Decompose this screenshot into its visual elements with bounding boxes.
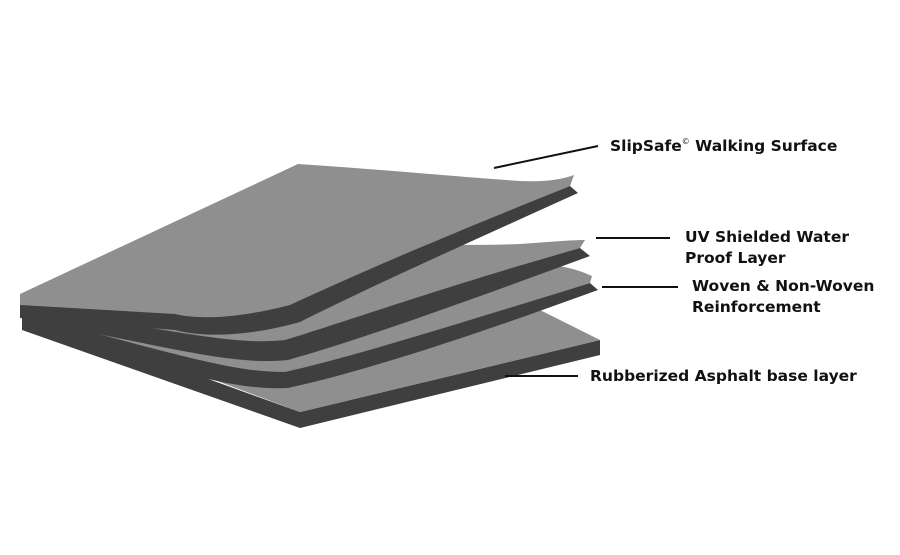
leader-line-surface xyxy=(493,145,599,169)
label-base-layer: Rubberized Asphalt base layer xyxy=(590,367,857,385)
label-uv-line1: UV Shielded Water xyxy=(685,228,849,246)
label-uv-layer: UV Shielded Water Proof Layer xyxy=(685,227,849,269)
reinforcement-layer-edge xyxy=(22,283,598,389)
label-copyright-mark: © xyxy=(681,137,690,146)
uv-layer-edge xyxy=(22,248,590,362)
label-uv-line2: Proof Layer xyxy=(685,249,786,267)
surface-layer xyxy=(20,164,578,335)
label-brand-name: SlipSafe xyxy=(610,137,682,155)
surface-layer-edge xyxy=(20,186,578,335)
surface-layer-top xyxy=(20,164,574,318)
label-woven-line1: Woven & Non-Woven xyxy=(692,277,875,295)
base-layer-edge xyxy=(22,312,600,428)
label-reinforcement: Woven & Non-Woven Reinforcement xyxy=(692,276,874,318)
label-walking-surface: SlipSafe© Walking Surface xyxy=(610,131,837,157)
label-walking-surface-text: Walking Surface xyxy=(689,137,838,155)
label-woven-line2: Reinforcement xyxy=(692,298,821,316)
